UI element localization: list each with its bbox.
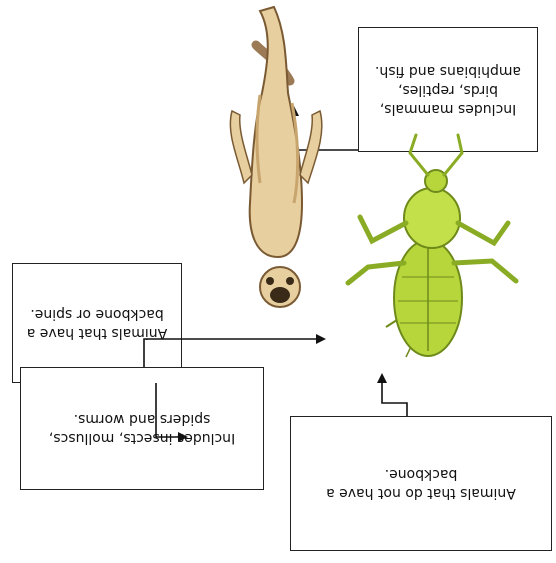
arrow-vertebrate-definition xyxy=(156,383,186,437)
meerkat-icon xyxy=(230,7,321,307)
katydid-icon xyxy=(348,135,516,357)
arrow-vertebrate-examples xyxy=(294,108,358,150)
arrow-invertebrate-definition xyxy=(382,375,407,416)
arrow-invertebrate-examples xyxy=(144,339,324,367)
